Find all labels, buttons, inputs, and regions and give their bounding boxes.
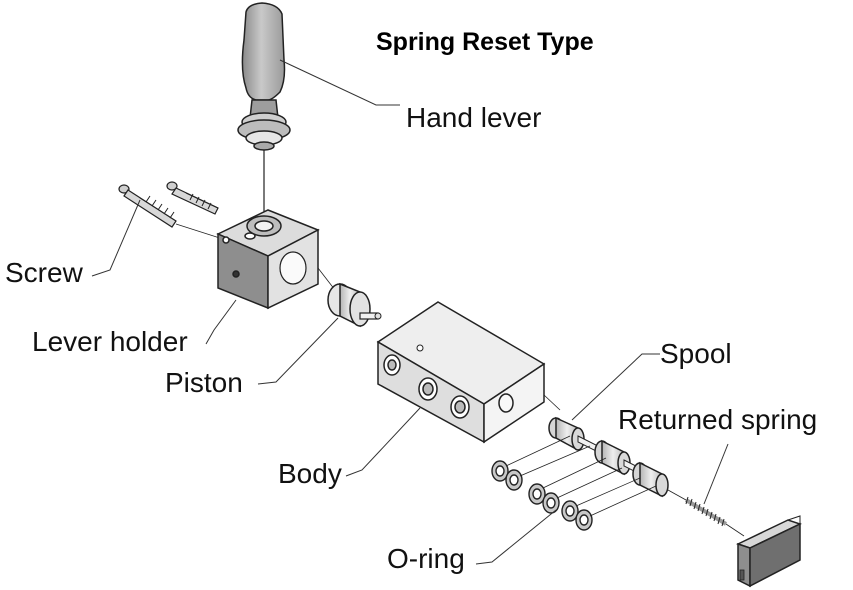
label-hand-lever: Hand lever: [406, 102, 542, 133]
valve-body-part: [376, 301, 561, 444]
leader-spool: [571, 353, 660, 421]
piston-part: [327, 282, 382, 328]
o-ring-pair-middle: [528, 483, 560, 514]
diagram-title: Spring Reset Type: [376, 28, 594, 56]
label-piston: Piston: [165, 367, 243, 398]
leader-hand-lever: [279, 59, 400, 106]
leader-o-ring: [475, 509, 557, 565]
hand-lever-part: [237, 2, 291, 214]
label-returned-spring: Returned spring: [618, 404, 818, 435]
o-ring-pair-left: [491, 460, 523, 491]
leader-lines: [91, 59, 729, 565]
o-ring-pair-right: [561, 500, 593, 531]
leader-body: [345, 407, 421, 477]
leader-returned-spring: [703, 443, 729, 505]
label-lever-holder: Lever holder: [32, 326, 188, 357]
leader-lever-holder: [205, 299, 237, 345]
label-spool: Spool: [660, 338, 732, 369]
returned-spring-part: [684, 496, 745, 537]
leader-screw: [91, 199, 141, 277]
lever-holder-part: [216, 209, 336, 310]
label-body: Body: [278, 458, 342, 489]
end-cover-part: [736, 515, 802, 588]
leader-piston: [257, 317, 339, 385]
label-screw: Screw: [5, 257, 83, 288]
label-o-ring: O-ring: [387, 543, 465, 574]
o-ring-part: [491, 435, 657, 531]
